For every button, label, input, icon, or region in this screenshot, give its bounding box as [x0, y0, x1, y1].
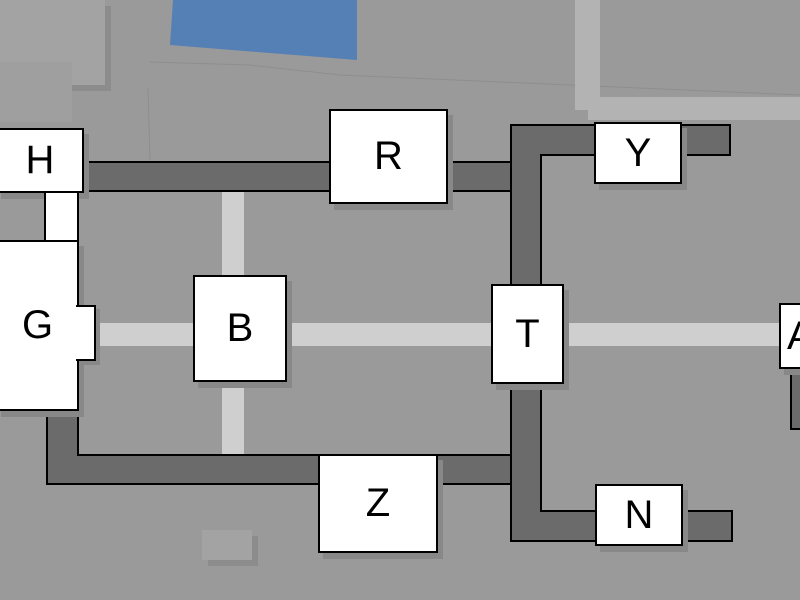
node-label: T	[515, 311, 540, 356]
dark-path-g-z	[46, 454, 321, 485]
building	[202, 530, 252, 560]
node-r[interactable]: R	[329, 109, 448, 204]
dark-path-z-t	[435, 454, 513, 485]
node-y[interactable]: Y	[594, 122, 682, 184]
building	[0, 62, 72, 122]
dark-path-a-south	[790, 366, 800, 430]
node-g[interactable]: G	[0, 240, 79, 411]
node-z[interactable]: Z	[318, 454, 438, 553]
node-b[interactable]: B	[193, 275, 287, 382]
dark-path-n-east	[680, 510, 733, 542]
node-label: R	[374, 134, 403, 178]
node-label: G	[21, 303, 54, 347]
node-h[interactable]: H	[0, 128, 84, 193]
path-outline	[147, 87, 151, 161]
water-body	[170, 0, 357, 60]
dark-path-y-east	[679, 124, 731, 156]
node-label: Z	[365, 481, 391, 525]
dark-path-r-t	[445, 161, 515, 192]
node-label: B	[226, 306, 254, 350]
light-path-b-south	[222, 378, 244, 454]
node-label: Y	[624, 130, 652, 175]
node-h-annex	[44, 191, 79, 242]
road-vertical	[575, 0, 600, 110]
road-horizontal	[588, 97, 800, 120]
node-a[interactable]: A	[779, 303, 800, 369]
light-path-b-north	[222, 190, 244, 278]
path-joint	[512, 126, 540, 186]
node-label: A	[787, 314, 800, 359]
node-g-nub	[76, 305, 96, 361]
dark-path-h-r	[80, 161, 332, 192]
path-joint	[48, 405, 77, 483]
path-joint	[512, 456, 540, 483]
node-label: H	[25, 138, 55, 182]
node-n[interactable]: N	[595, 484, 683, 546]
path-outline	[149, 61, 800, 96]
node-t[interactable]: T	[491, 284, 564, 384]
node-label: N	[624, 492, 654, 537]
